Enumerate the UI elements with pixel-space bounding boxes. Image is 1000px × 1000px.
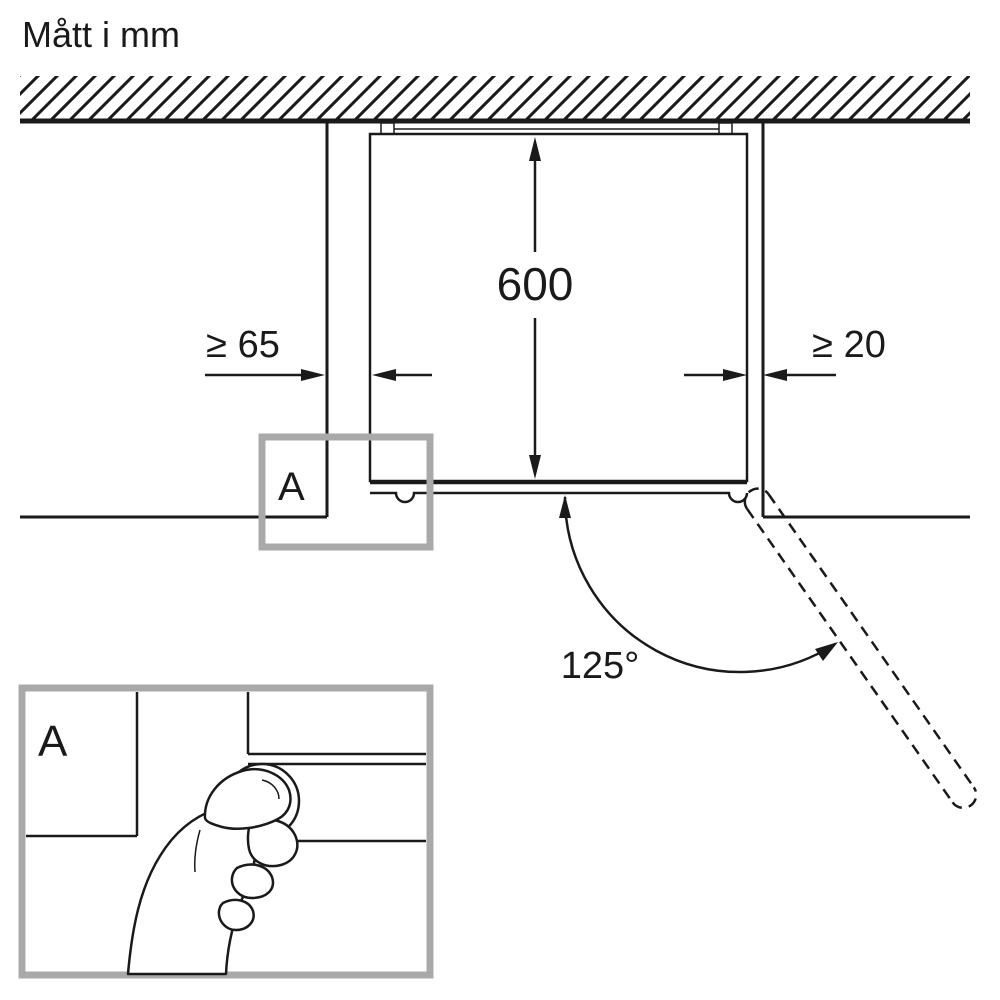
hand-thumb	[203, 768, 292, 830]
open-door-end-cap	[951, 786, 978, 810]
door-angle-label: 125°	[561, 645, 640, 687]
left-clearance-arrow-right	[301, 369, 325, 381]
door-swing-arc	[563, 496, 836, 674]
hand-ring-finger	[217, 898, 255, 932]
right-clearance-label: ≥ 20	[812, 324, 886, 366]
thumb-nail-line	[261, 779, 280, 800]
hand-index-finger	[246, 818, 299, 868]
hand-detail-line	[194, 829, 201, 873]
right-clearance-arrow-right	[723, 369, 747, 381]
hand-illustration	[126, 768, 299, 976]
left-clearance-label: ≥ 65	[206, 324, 280, 366]
open-door-edge-inner	[746, 508, 954, 804]
detail-marker-label: A	[278, 465, 305, 509]
depth-dim-arrow-up	[529, 137, 541, 161]
open-door-hinge-cap	[743, 487, 770, 510]
depth-dim-label: 600	[497, 258, 574, 310]
appliance-body	[368, 132, 749, 483]
open-door-edge-outer	[767, 493, 975, 789]
hand-middle-finger	[230, 863, 275, 900]
depth-dim-arrow-down	[529, 455, 541, 479]
open-door-outline	[743, 487, 978, 810]
page-title: Mått i mm	[22, 14, 180, 55]
wall-hatching	[20, 76, 970, 119]
door-swing-arrow-end	[815, 642, 838, 661]
detail-marker-box	[258, 433, 434, 551]
detail-inset: A	[18, 684, 434, 979]
right-clearance-arrow-left	[763, 369, 787, 381]
door-swing-arrow-start	[559, 495, 571, 518]
hinge-spacer-right	[718, 122, 733, 135]
appliance-front-lower-line	[370, 491, 749, 504]
left-clearance-arrow-left	[372, 369, 396, 381]
detail-inset-label: A	[38, 717, 68, 766]
hinge-spacer-left	[380, 122, 395, 135]
